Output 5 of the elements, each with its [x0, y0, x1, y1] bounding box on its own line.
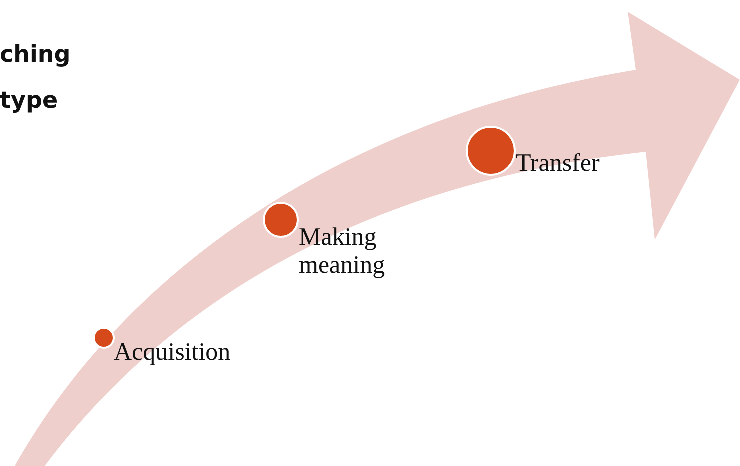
stage-label: Acquisition — [114, 339, 232, 367]
heading-text: ching — [0, 42, 71, 68]
stage-label: Transfer — [516, 150, 601, 178]
stage-label: Making meaning — [299, 224, 386, 280]
heading-text: type — [0, 88, 58, 114]
